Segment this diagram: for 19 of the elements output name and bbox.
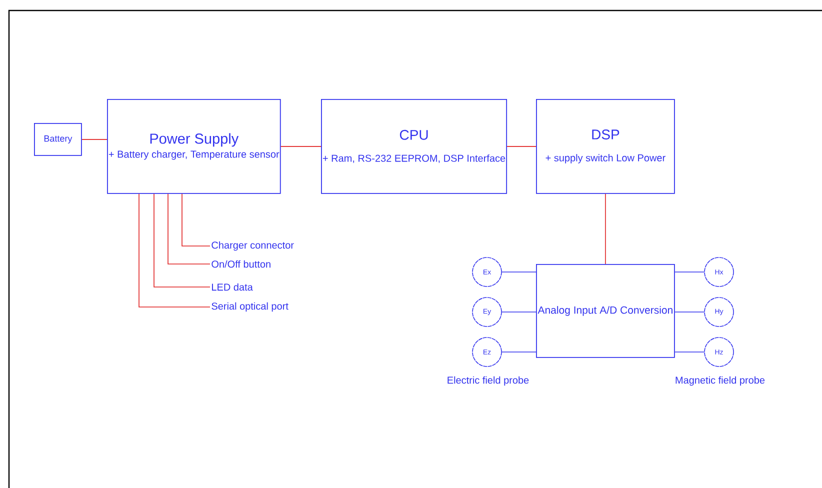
connector-line [605,194,606,264]
component-box: CPU + Ram, RS-232 EEPROM, DSP Interface [321,99,508,194]
group-caption: Electric field probe [448,376,529,386]
connector-line [138,194,210,308]
port-label: LED data [212,283,253,291]
component-box: Battery [34,123,82,156]
connector-line [506,146,536,147]
connector-line [168,194,210,264]
component-box: DSP + supply switch Low Power [536,99,675,194]
group-caption: Magnetic field probe [676,376,765,386]
port-label: On/Off button [212,260,270,268]
connector-line [154,194,210,288]
component-box: Analog Input A/D Conversion [536,264,675,358]
connector-line [82,139,108,140]
connector-line [182,194,210,246]
port-label: Charger connector [212,241,294,251]
connector-line [280,146,322,147]
port-label: Serial optical port [212,302,288,312]
component-box: Power Supply + Battery charger, Temperature sensor [107,99,281,194]
